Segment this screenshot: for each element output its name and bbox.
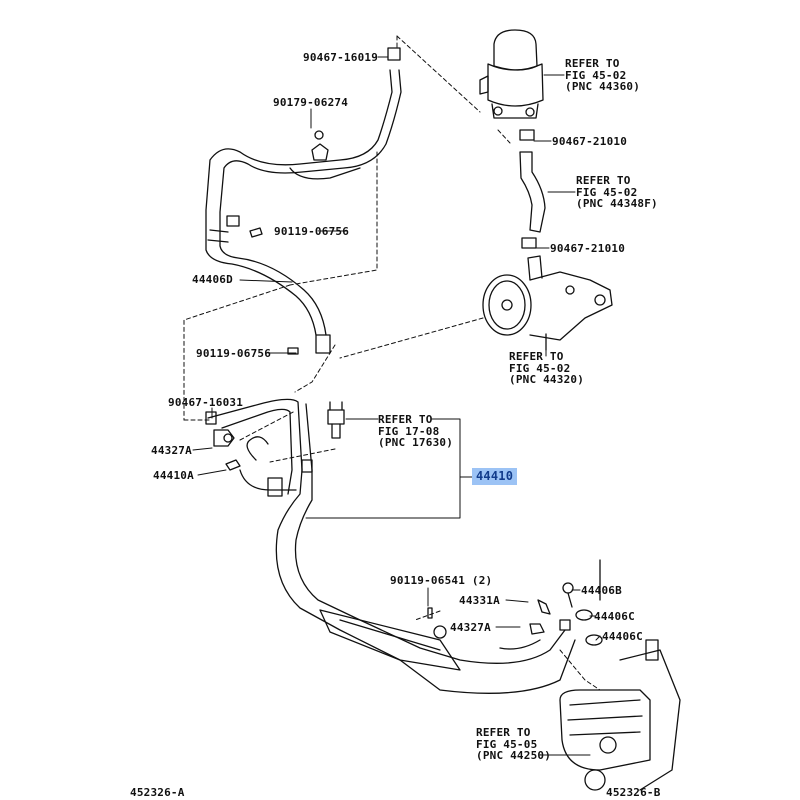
fastener-parts xyxy=(205,411,603,646)
part-callout-44327a-lower[interactable]: 44327A xyxy=(450,621,491,634)
part-callout-90467-21010-upper[interactable]: 90467-21010 xyxy=(552,135,628,148)
reference-fig-17-08-pnc-17630[interactable]: REFER TO FIG 17-08 (PNC 17630) xyxy=(378,414,453,449)
reference-fig-45-02-pnc-44348f[interactable]: REFER TO FIG 45-02 (PNC 44348F) xyxy=(576,175,658,210)
part-callout-44406c-lower[interactable]: 44406C xyxy=(602,630,643,643)
reference-line: REFER TO xyxy=(378,413,433,426)
reservoir-drawing xyxy=(479,29,544,141)
part-callout-44406c-upper[interactable]: 44406C xyxy=(594,610,635,623)
reference-line: FIG 45-05 xyxy=(476,737,538,751)
reference-line: REFER TO xyxy=(476,726,531,739)
power-steering-pump-drawing xyxy=(482,255,613,351)
part-callout-90467-16019[interactable]: 90467-16019 xyxy=(303,51,379,64)
reference-line: (PNC 44320) xyxy=(509,373,585,386)
reference-fig-45-02-pnc-44360[interactable]: REFER TO FIG 45-02 (PNC 44360) xyxy=(565,58,640,93)
part-callout-90119-06756-upper[interactable]: 90119-06756 xyxy=(274,225,350,238)
part-callout-90119-06541[interactable]: 90119-06541 (2) xyxy=(390,574,493,587)
reference-line: FIG 45-02 xyxy=(509,361,571,375)
steering-gear-drawing xyxy=(559,639,681,791)
part-callout-44406d[interactable]: 44406D xyxy=(192,273,233,286)
reference-fig-45-02-pnc-44320[interactable]: REFER TO FIG 45-02 (PNC 44320) xyxy=(509,351,584,386)
part-callout-44327a-upper[interactable]: 44327A xyxy=(151,444,192,457)
reference-line: REFER TO xyxy=(509,350,564,363)
pressure-switch-drawing xyxy=(327,401,345,439)
part-callout-44331a[interactable]: 44331A xyxy=(459,594,500,607)
part-callout-44410a[interactable]: 44410A xyxy=(153,469,194,482)
figure-id-left: 452326-A xyxy=(130,786,185,799)
reference-line: FIG 45-02 xyxy=(576,185,638,199)
part-callout-90179-06274[interactable]: 90179-06274 xyxy=(273,96,349,109)
part-callout-90467-21010-lower[interactable]: 90467-21010 xyxy=(550,242,626,255)
return-hose-upper xyxy=(205,47,402,355)
supply-hose-drawing xyxy=(519,151,546,249)
part-callout-44406b[interactable]: 44406B xyxy=(581,584,622,597)
figure-id-right: 452326-B xyxy=(606,786,661,799)
reference-line: FIG 17-08 xyxy=(378,424,440,438)
reference-line: REFER TO xyxy=(565,57,620,70)
reference-line: (PNC 44250) xyxy=(476,749,552,762)
dashed-guide-lines xyxy=(183,35,601,691)
part-callout-90119-06756-lower[interactable]: 90119-06756 xyxy=(196,347,272,360)
reference-line: (PNC 44348F) xyxy=(576,197,658,210)
reference-line: (PNC 17630) xyxy=(378,436,454,449)
part-callout-44410-highlighted[interactable]: 44410 xyxy=(472,468,518,485)
reference-line: FIG 45-02 xyxy=(565,68,627,82)
reference-line: (PNC 44360) xyxy=(565,80,641,93)
part-callout-90467-16031[interactable]: 90467-16031 xyxy=(168,396,244,409)
pressure-hose-drawing xyxy=(207,398,601,694)
leader-lines xyxy=(192,56,601,756)
reference-fig-45-05-pnc-44250[interactable]: REFER TO FIG 45-05 (PNC 44250) xyxy=(476,727,551,762)
reference-line: REFER TO xyxy=(576,174,631,187)
